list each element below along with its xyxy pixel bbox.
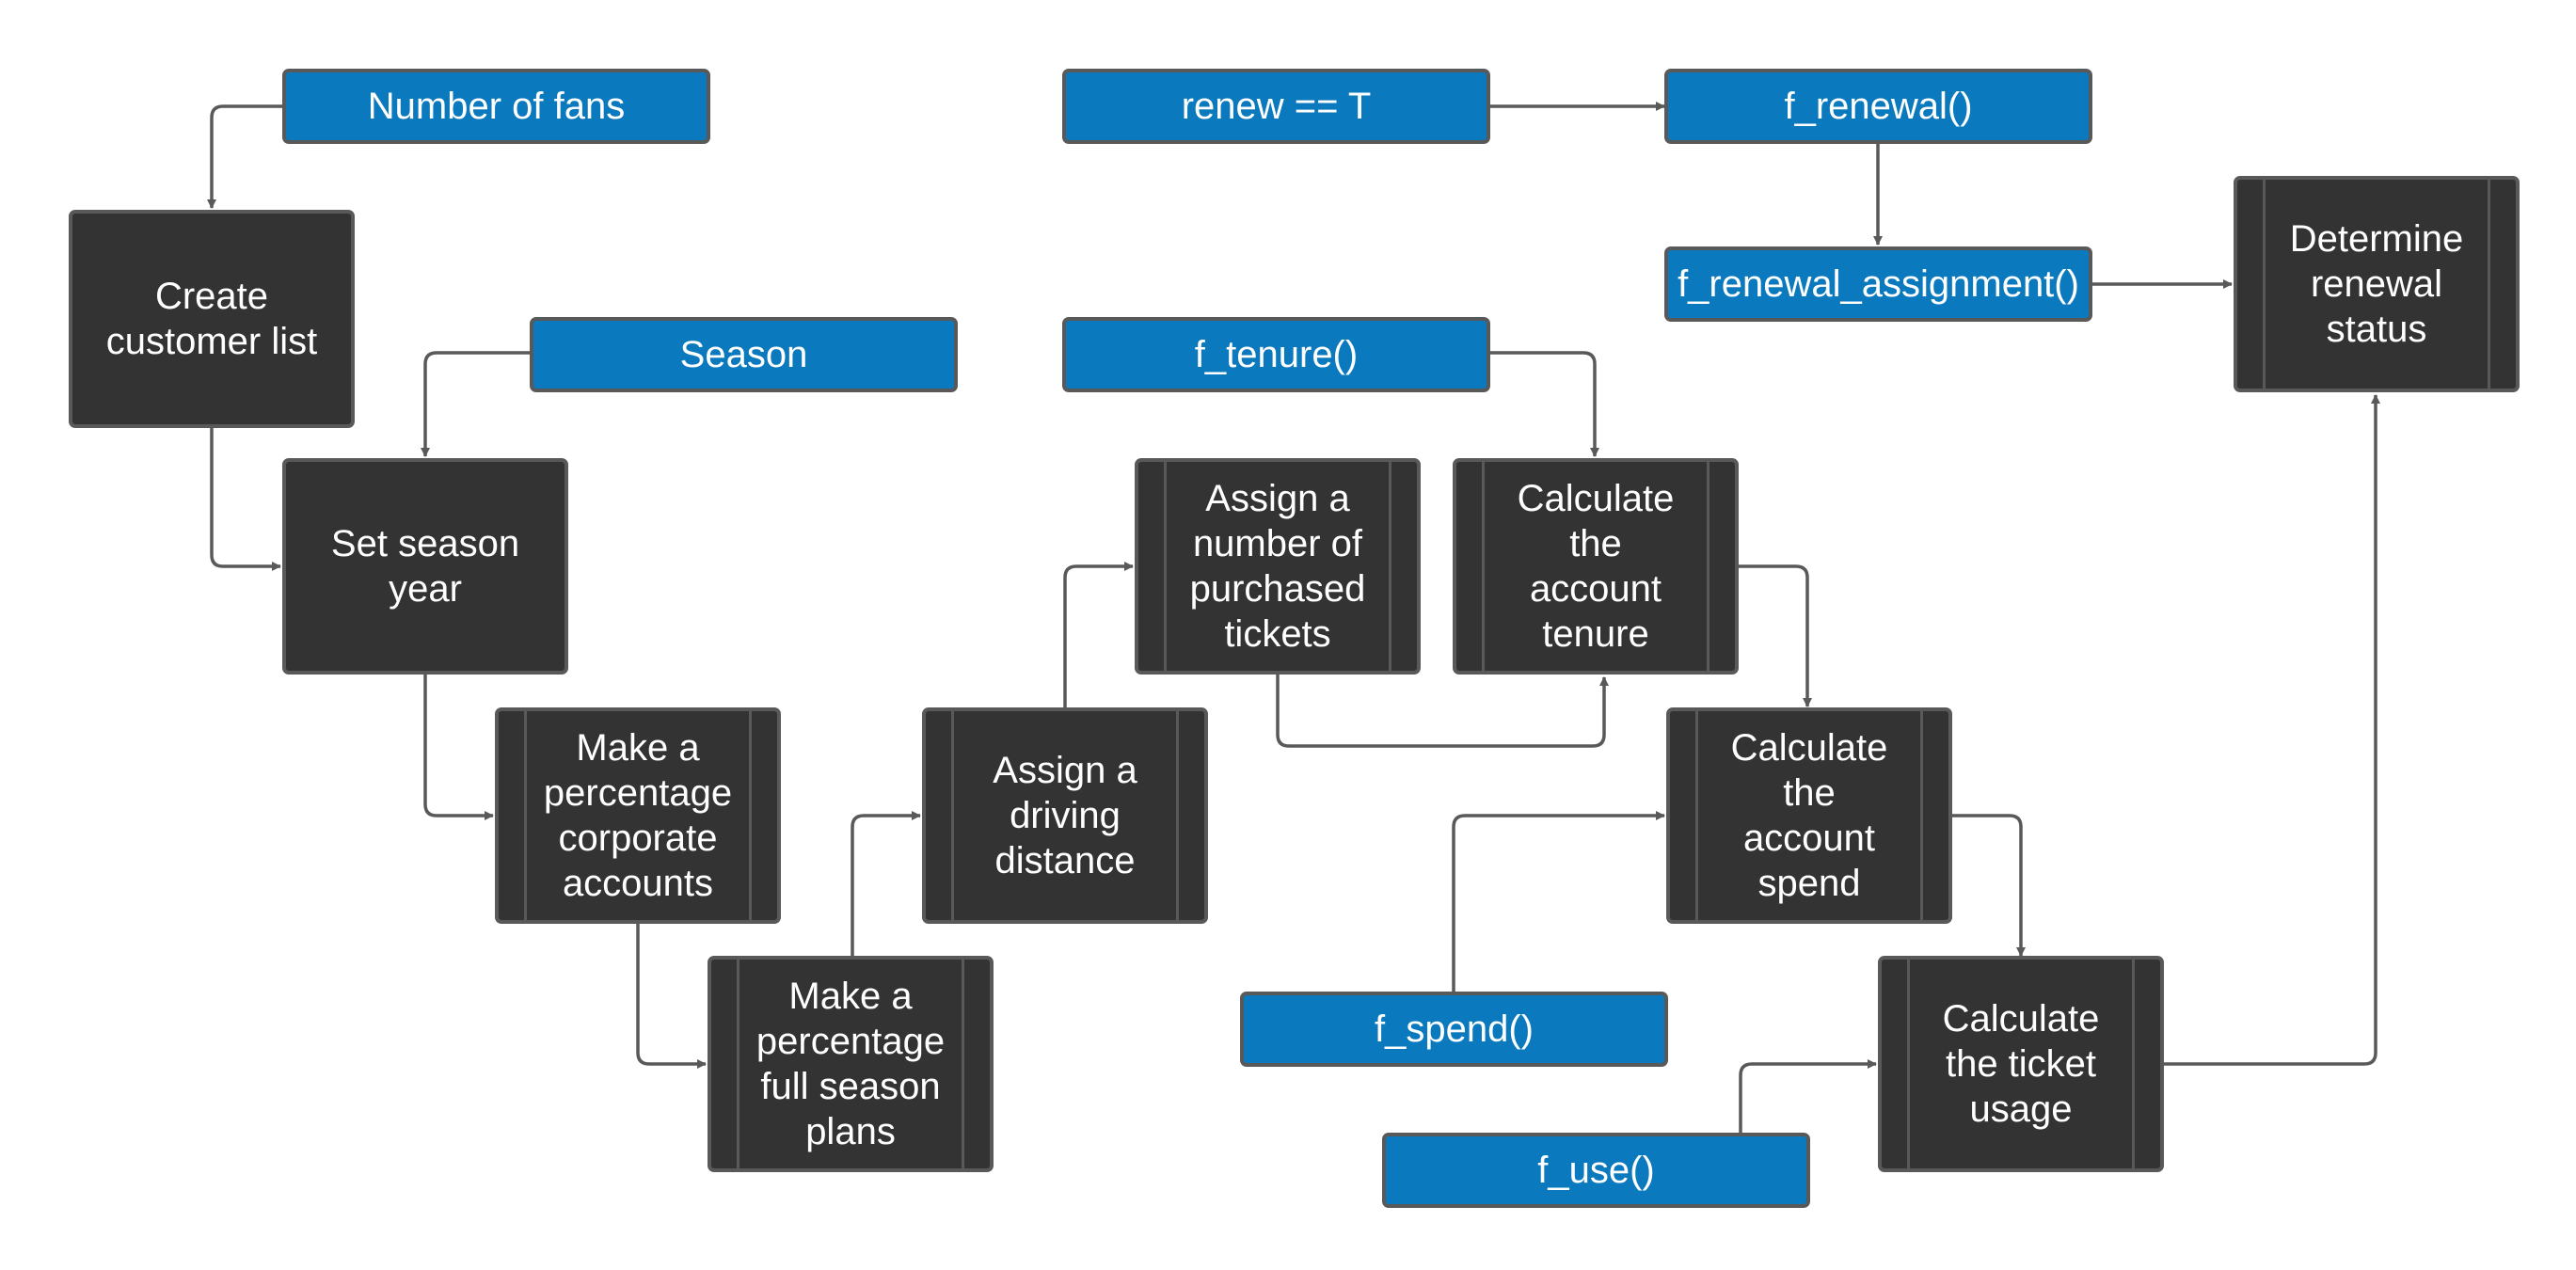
connector-customer-list-to-season-year [210, 428, 281, 571]
connector-tenure-to-spend [1739, 564, 1812, 707]
process-full-season-plans: Make a percentage full season plans [708, 956, 994, 1172]
process-corporate-accounts-label: Make a percentage corporate accounts [543, 727, 733, 904]
connector-season-year-to-corporate [423, 675, 494, 820]
param-renew-flag-label: renew == T [1181, 86, 1372, 127]
process-purchased-tickets-label: Assign a number of purchased tickets [1189, 478, 1366, 655]
param-number-of-fans-label: Number of fans [367, 86, 626, 127]
param-number-of-fans: Number of fans [282, 69, 710, 144]
process-set-season-year: Set season year [282, 458, 568, 675]
process-full-season-plans-label: Make a percentage full season plans [755, 976, 946, 1152]
process-corporate-accounts: Make a percentage corporate accounts [495, 707, 781, 924]
process-account-tenure: Calculate the account tenure [1453, 458, 1739, 675]
process-purchased-tickets: Assign a number of purchased tickets [1135, 458, 1421, 675]
connector-f-tenure-to-tenure [1490, 351, 1599, 457]
process-driving-distance: Assign a driving distance [922, 707, 1208, 924]
process-create-customer-list-label: Create customer list [105, 276, 318, 362]
process-renewal-status: Determine renewal status [2234, 176, 2520, 392]
param-renew-flag: renew == T [1062, 69, 1490, 144]
process-driving-distance-label: Assign a driving distance [993, 750, 1137, 881]
process-ticket-usage-label: Calculate the ticket usage [1942, 998, 2100, 1130]
connector-spend-to-usage [1951, 814, 2026, 957]
param-season-label: Season [679, 334, 808, 375]
connector-season-to-season-year [421, 351, 530, 457]
param-f-tenure-label: f_tenure() [1194, 334, 1359, 375]
connector-full-season-to-driving [851, 811, 921, 956]
connector-tickets-to-tenure [1276, 675, 1609, 748]
process-renewal-status-label: Determine renewal status [2289, 218, 2464, 350]
connector-corporate-to-full-season [636, 924, 707, 1069]
connector-f-spend-to-spend [1452, 811, 1665, 992]
param-f-renewal-assignment: f_renewal_assignment() [1664, 246, 2092, 322]
param-f-spend-label: f_spend() [1375, 1008, 1534, 1050]
param-season: Season [530, 317, 958, 392]
param-f-renewal: f_renewal() [1664, 69, 2092, 144]
process-account-spend-label: Calculate the account spend [1730, 727, 1888, 904]
process-set-season-year-label: Set season year [330, 523, 520, 610]
param-f-use-label: f_use() [1537, 1150, 1655, 1191]
param-f-use: f_use() [1382, 1133, 1810, 1208]
connector-f-use-to-usage [1739, 1059, 1877, 1133]
process-account-tenure-label: Calculate the account tenure [1517, 478, 1675, 655]
process-create-customer-list: Create customer list [69, 210, 355, 428]
connector-usage-to-renewal-status [2164, 394, 2380, 1066]
param-f-spend: f_spend() [1240, 992, 1668, 1067]
connector-fans-to-customer-list [207, 104, 282, 209]
param-f-tenure: f_tenure() [1062, 317, 1490, 392]
param-f-renewal-label: f_renewal() [1784, 86, 1973, 127]
connector-driving-to-tickets [1063, 562, 1134, 707]
process-account-spend: Calculate the account spend [1666, 707, 1952, 924]
process-ticket-usage: Calculate the ticket usage [1878, 956, 2164, 1172]
param-f-renewal-assignment-label: f_renewal_assignment() [1678, 263, 2079, 305]
